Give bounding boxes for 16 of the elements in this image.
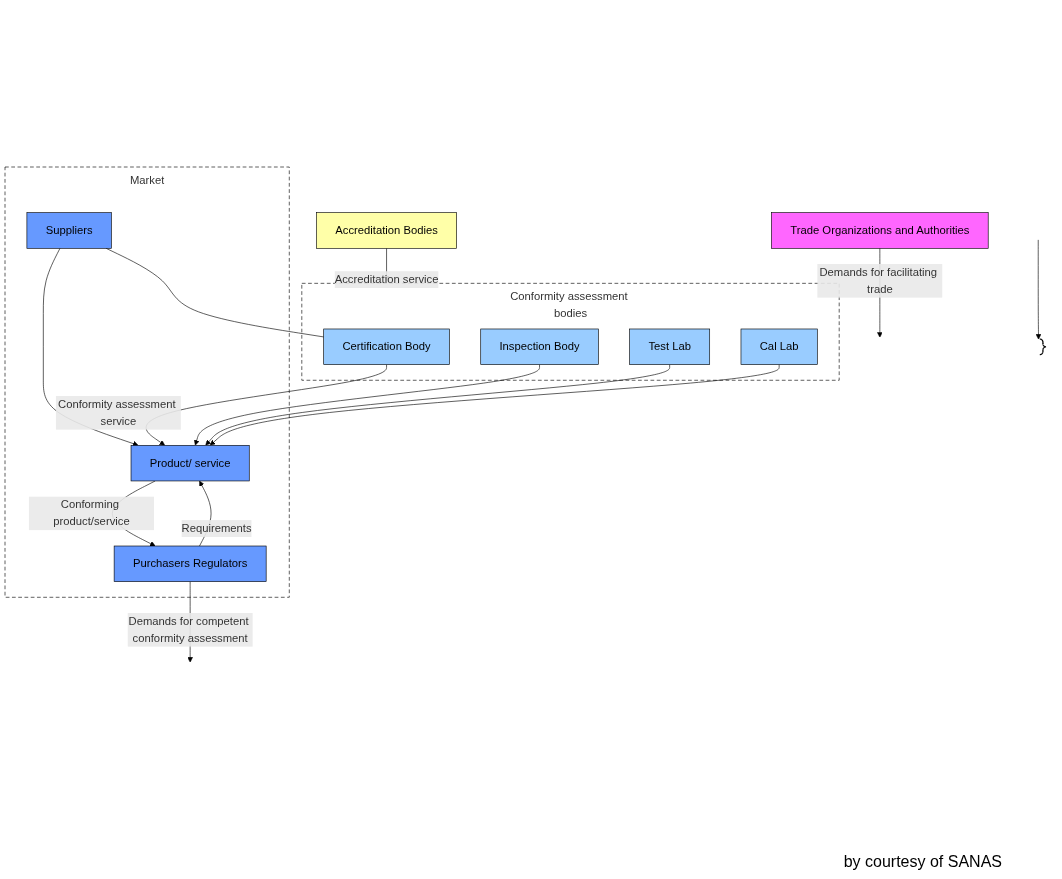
edge-label: Demands for competent conformity assessment [128, 615, 249, 645]
node-box: Test Lab [629, 329, 711, 366]
edge-label: Conforming product/service [53, 498, 130, 529]
edge-label: Conformity assessment service [58, 398, 176, 428]
node-box: Product/ service [130, 445, 250, 482]
node-box: Cal Lab [740, 329, 818, 366]
node-box: Trade Organizations and Authorities [771, 212, 989, 250]
node-box: Accreditation Bodies [316, 212, 457, 250]
caption: by courtesy of SANAS [843, 853, 1002, 871]
node-box: Inspection Body [480, 329, 599, 366]
edge-label: Accreditation service [334, 273, 439, 286]
node-brace [1039, 338, 1047, 356]
node-box: Suppliers [26, 212, 112, 250]
edge-label: Requirements [181, 522, 252, 535]
node-box: Purchasers Regulators [113, 546, 267, 583]
node-box: Certification Body [323, 329, 450, 366]
